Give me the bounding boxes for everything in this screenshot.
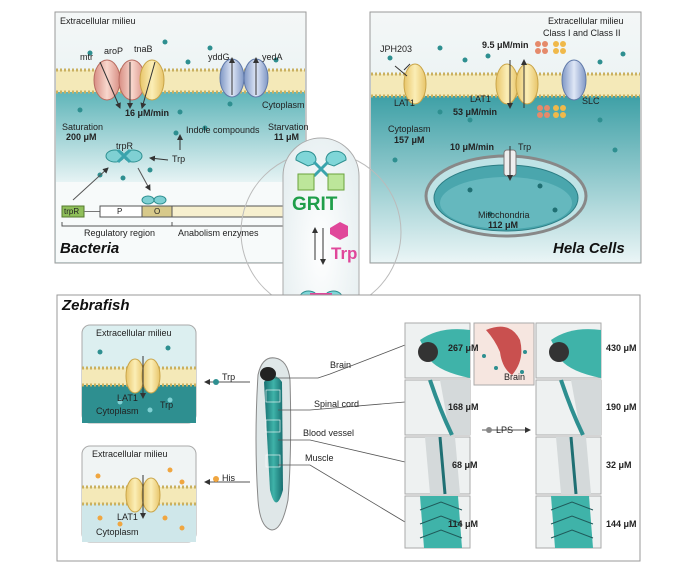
mito-rate: 10 μM/min: [450, 142, 495, 152]
hela-lat1-left-label: LAT1: [394, 98, 415, 108]
mtr-transporter: [93, 59, 121, 101]
bacteria-panel: [54, 11, 307, 264]
bacteria-rate: 16 μM/min: [125, 108, 170, 118]
hela-extracellular-label: Extracellular milieu: [548, 16, 624, 26]
tissue-brain-label: Brain: [330, 360, 352, 370]
tissue-insets-right: [535, 322, 602, 549]
his-arrow-label: His: [222, 473, 235, 483]
brain-value-right: 430 μM: [606, 343, 637, 353]
starvation-label: Starvation: [268, 122, 309, 132]
cell1-cytoplasm-label: Cytoplasm: [96, 406, 139, 416]
saturation-value: 200 μM: [66, 132, 97, 142]
tissue-spinal-cord-label: Spinal cord: [314, 399, 360, 409]
zebrafish-cell-trp: [81, 324, 197, 424]
regulatory-region-label: Regulatory region: [84, 228, 156, 238]
cell2-extracellular-label: Extracellular milieu: [92, 449, 168, 459]
vessel-value-left: 68 μM: [452, 460, 478, 470]
cell1-extracellular-label: Extracellular milieu: [96, 328, 172, 338]
tissue-blood-vessel-label: Blood vessel: [303, 428, 355, 438]
hela-cytoplasm-value: 157 μM: [394, 135, 425, 145]
starvation-value: 11 μM: [274, 132, 300, 142]
anabolism-label: Anabolism enzymes: [178, 228, 259, 238]
hela-panel: [369, 11, 642, 264]
zebrafish-larva: [255, 357, 292, 531]
trpR-protein-label: trpR: [116, 141, 134, 151]
slc-transporter: [561, 59, 587, 101]
aroP-label: aroP: [104, 46, 124, 56]
spinal-value-left: 168 μM: [448, 402, 479, 412]
hela-rate-in: 9.5 μM/min: [482, 40, 529, 50]
muscle-value-right: 144 μM: [606, 519, 637, 529]
gene-P-label: P: [117, 207, 123, 216]
lps-label: LPS: [496, 425, 514, 435]
yedA-label: yedA: [262, 52, 283, 62]
hela-class-label: Class I and Class II: [543, 28, 621, 38]
center-trp-label: Trp: [331, 244, 358, 263]
mitochondria-value: 112 μM: [488, 220, 519, 230]
mitochondria-label: Mitochondria: [478, 210, 530, 220]
hela-cytoplasm-label: Cytoplasm: [388, 124, 431, 134]
cell1-lat1-label: LAT1: [117, 393, 138, 403]
brain-value-left: 267 μM: [448, 343, 479, 353]
tnaB-label: tnaB: [134, 44, 153, 54]
hela-title: Hela Cells: [553, 240, 625, 257]
saturation-label: Saturation: [62, 122, 104, 132]
vessel-value-right: 32 μM: [606, 460, 632, 470]
brain-inset: [473, 322, 535, 386]
yddG-label: yddG: [208, 52, 230, 62]
lat1-mid: [495, 63, 519, 105]
hela-lat1-mid-label: LAT1: [470, 94, 491, 104]
tissue-insets-left: [404, 322, 471, 549]
bacteria-cytoplasm-label: Cytoplasm: [262, 100, 305, 110]
bacteria-title: Bacteria: [60, 240, 120, 257]
jph203-label: JPH203: [380, 44, 413, 54]
bacteria-trp-label: Trp: [172, 154, 186, 164]
gene-O-label: O: [154, 207, 161, 216]
grit-sensor-label: GRIT: [292, 194, 338, 215]
cell2-cytoplasm-label: Cytoplasm: [96, 527, 139, 537]
bacteria-extracellular-label: Extracellular milieu: [60, 16, 136, 26]
hela-rate-out: 53 μM/min: [453, 107, 498, 117]
zebrafish-cell-his: [81, 445, 197, 543]
brain-inset-label: Brain: [504, 372, 526, 382]
mtr-label: mtr: [80, 52, 93, 62]
class-amino-acids: [535, 41, 566, 118]
cell2-lat1-label: LAT1: [117, 512, 138, 522]
spinal-value-right: 190 μM: [606, 402, 637, 412]
cell1-trp-label: Trp: [160, 400, 174, 410]
tnaB-transporter: [139, 59, 165, 101]
gene-trpR-label: trpR: [64, 207, 80, 216]
indole-label: Indole compounds: [186, 125, 260, 135]
mitochondrion: [424, 146, 588, 238]
lat1-left: [403, 63, 427, 105]
muscle-value-left: 114 μM: [448, 519, 479, 529]
zebrafish-panel: [56, 294, 641, 562]
zebrafish-title: Zebrafish: [62, 297, 130, 314]
slc-label: SLC: [582, 96, 600, 106]
trp-arrow-label: Trp: [222, 372, 236, 382]
operon: [61, 167, 300, 227]
tissue-muscle-label: Muscle: [305, 453, 334, 463]
trpR-repressor: [105, 148, 143, 164]
hela-trp-label: Trp: [518, 142, 532, 152]
